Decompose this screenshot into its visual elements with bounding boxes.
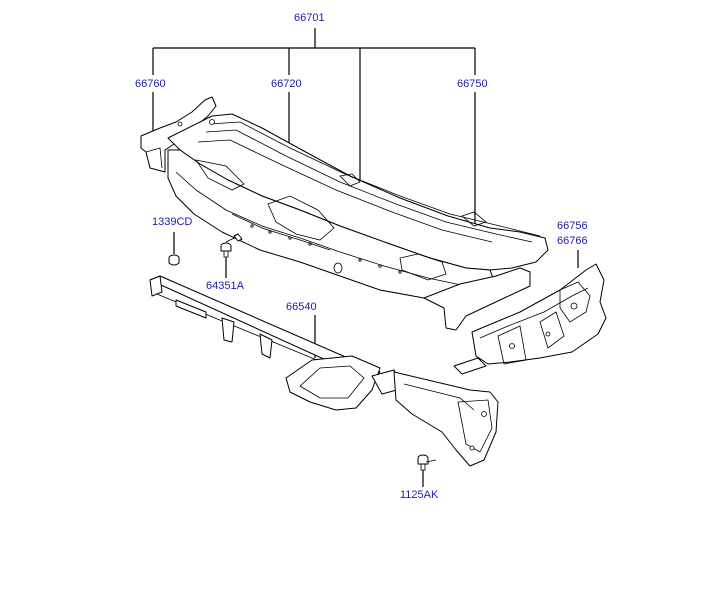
label-cowl-right[interactable]: 66750: [457, 78, 488, 90]
label-cowl-panel[interactable]: 66720: [271, 78, 302, 90]
side-bracket-right: [453, 263, 607, 375]
nut-part: [168, 254, 180, 266]
label-cowl-left[interactable]: 66760: [135, 78, 166, 90]
label-bolt-upper[interactable]: 64351A: [206, 280, 245, 292]
label-assembly[interactable]: 66701: [294, 12, 325, 24]
label-bracket-right-alt[interactable]: 66766: [557, 235, 588, 247]
cowl-panel-assembly: [140, 96, 549, 331]
label-bracket-right[interactable]: 66756: [557, 220, 588, 232]
label-bolt-lower[interactable]: 1125AK: [400, 489, 439, 501]
crossmember-part: [149, 275, 499, 467]
label-crossmember[interactable]: 66540: [286, 301, 317, 313]
label-nut[interactable]: 1339CD: [152, 216, 192, 228]
bolt-lower-part: [417, 454, 437, 471]
bolt-upper-part: [220, 233, 243, 258]
